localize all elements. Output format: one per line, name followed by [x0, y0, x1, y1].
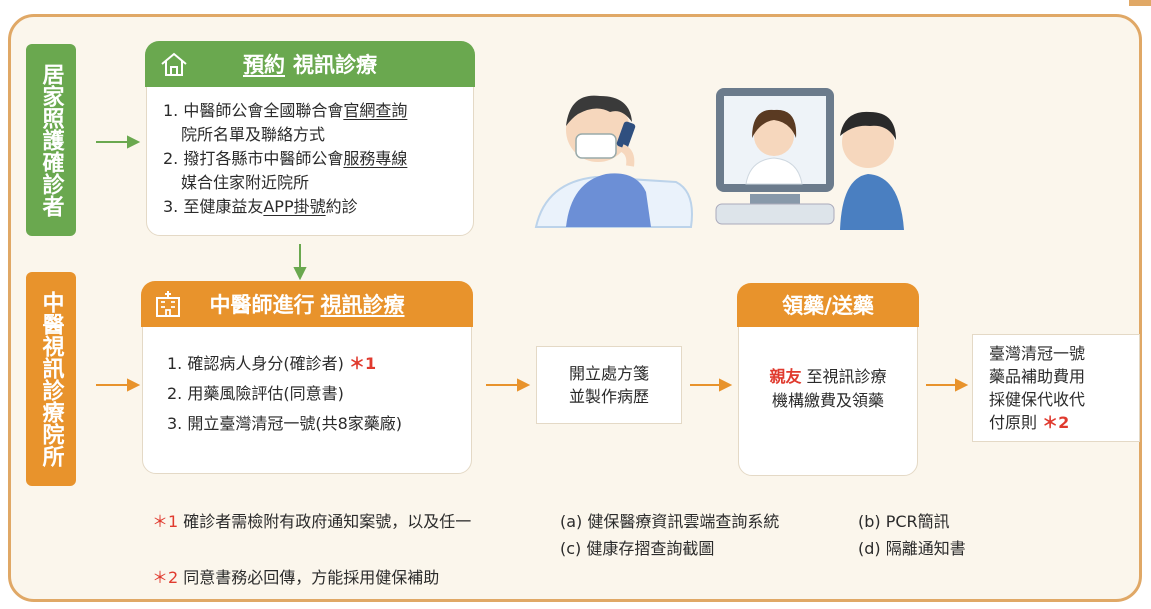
pickup-line1: 親友 至視訊診療	[739, 365, 917, 389]
subsidy-line4-text: 付原則	[989, 413, 1038, 432]
consultation-step3: 3. 開立臺灣清冠一號(共8家藥廠)	[167, 414, 403, 433]
consultation-step1: 1. 確認病人身分(確診者) ＊1	[167, 349, 402, 379]
consultation-title-part1: 中醫師進行	[209, 293, 315, 317]
appointment-step1-cont: 院所名單及聯絡方式	[181, 125, 326, 144]
appointment-step3: 3. 至健康益友APP掛號約診	[163, 195, 407, 219]
consult-step1-text: 1. 確認病人身分(確診者)	[167, 354, 344, 373]
subsidy-line4: 付原則 ＊2	[989, 411, 1085, 434]
house-icon	[161, 52, 187, 76]
tcm-clinic-label: 中醫視訊診療院所	[26, 272, 76, 486]
subsidy-line2: 藥品補助費用	[989, 367, 1086, 386]
footnote-1b: (b) PCR簡訊	[858, 512, 950, 531]
footnote-1c: (c) 健康存摺查詢截圖	[560, 539, 715, 558]
home-care-label-text: 居家照護確診者	[38, 63, 64, 217]
step2-underlined: 服務專線	[343, 149, 408, 168]
consultation-title-part2: 視訊診療	[320, 293, 405, 317]
tcm-clinic-label-text: 中醫視訊診療院所	[38, 291, 64, 467]
subsidy-line1: 臺灣清冠一號	[989, 344, 1086, 363]
consultation-card-header: 中醫師進行 視訊診療	[141, 281, 473, 327]
step2-text: 2. 撥打各縣市中醫師公會	[163, 149, 344, 168]
pickup-card-header: 領藥/送藥	[737, 283, 919, 327]
footnote-1-mark: ＊1	[152, 512, 179, 531]
consult-step1-mark: ＊1	[348, 354, 377, 373]
subsidy-mark: ＊2	[1042, 413, 1070, 432]
appointment-card-header: 預約 視訊診療	[145, 41, 475, 87]
appointment-steps: 1. 中醫師公會全國聯合會官網查詢 院所名單及聯絡方式 2. 撥打各縣市中醫師公…	[163, 99, 407, 219]
prescription-box: 開立處方箋 並製作病歷	[536, 346, 682, 424]
pickup-line1-rest: 至視訊診療	[806, 367, 887, 386]
pickup-line2: 機構繳費及領藥	[771, 391, 884, 410]
footnote-1: ＊1 確診者需檢附有政府通知案號，以及任一	[152, 510, 471, 534]
pickup-body: 親友 至視訊診療 機構繳費及領藥	[739, 365, 917, 413]
step3-underlined: APP掛號	[263, 197, 326, 216]
footnote-1a: (a) 健保醫療資訊雲端查詢系統	[560, 512, 780, 531]
step1-text: 1. 中醫師公會全國聯合會	[163, 101, 344, 120]
appointment-card: 預約 視訊診療 1. 中醫師公會全國聯合會官網查詢 院所名單及聯絡方式 2. 撥…	[145, 41, 475, 236]
pickup-title: 領藥/送藥	[782, 294, 874, 318]
prescription-line2: 並製作病歷	[568, 387, 649, 406]
corner-tab	[1129, 0, 1151, 6]
appointment-title-part2: 視訊診療	[293, 53, 377, 77]
pickup-highlight: 親友	[769, 367, 802, 386]
step3-text: 3. 至健康益友	[163, 197, 264, 216]
subsidy-box: 臺灣清冠一號 藥品補助費用 採健保代收代 付原則 ＊2	[972, 334, 1140, 442]
appointment-title-part1: 預約	[243, 53, 285, 77]
footnote-1d: (d) 隔離通知書	[858, 539, 966, 558]
subsidy-line3: 採健保代收代	[989, 390, 1086, 409]
video-call-illustration	[715, 88, 904, 230]
step1-underlined: 官網查詢	[343, 101, 408, 120]
pickup-card: 領藥/送藥 親友 至視訊診療 機構繳費及領藥	[737, 283, 919, 476]
hospital-icon	[156, 291, 180, 317]
consultation-card: 中醫師進行 視訊診療 1. 確認病人身分(確診者) ＊1 2. 用藥風險評估(同…	[141, 281, 473, 474]
footnote-2-text: 同意書務必回傳，方能採用健保補助	[183, 568, 440, 587]
home-care-label: 居家照護確診者	[26, 44, 76, 236]
appointment-step1: 1. 中醫師公會全國聯合會官網查詢	[163, 99, 407, 123]
step3-tail: 約診	[325, 197, 358, 216]
prescription-line1: 開立處方箋	[568, 364, 649, 383]
footnote-2: ＊2 同意書務必回傳，方能採用健保補助	[152, 566, 439, 590]
consultation-step2: 2. 用藥風險評估(同意書)	[167, 384, 344, 403]
appointment-step2: 2. 撥打各縣市中醫師公會服務專線	[163, 147, 407, 171]
footnote-1-text: 確診者需檢附有政府通知案號，以及任一	[183, 512, 472, 531]
sick-patient-illustration	[534, 95, 693, 228]
consultation-steps: 1. 確認病人身分(確診者) ＊1 2. 用藥風險評估(同意書) 3. 開立臺灣…	[167, 349, 402, 439]
footnote-2-mark: ＊2	[152, 568, 179, 587]
appointment-step2-cont: 媒合住家附近院所	[181, 173, 310, 192]
